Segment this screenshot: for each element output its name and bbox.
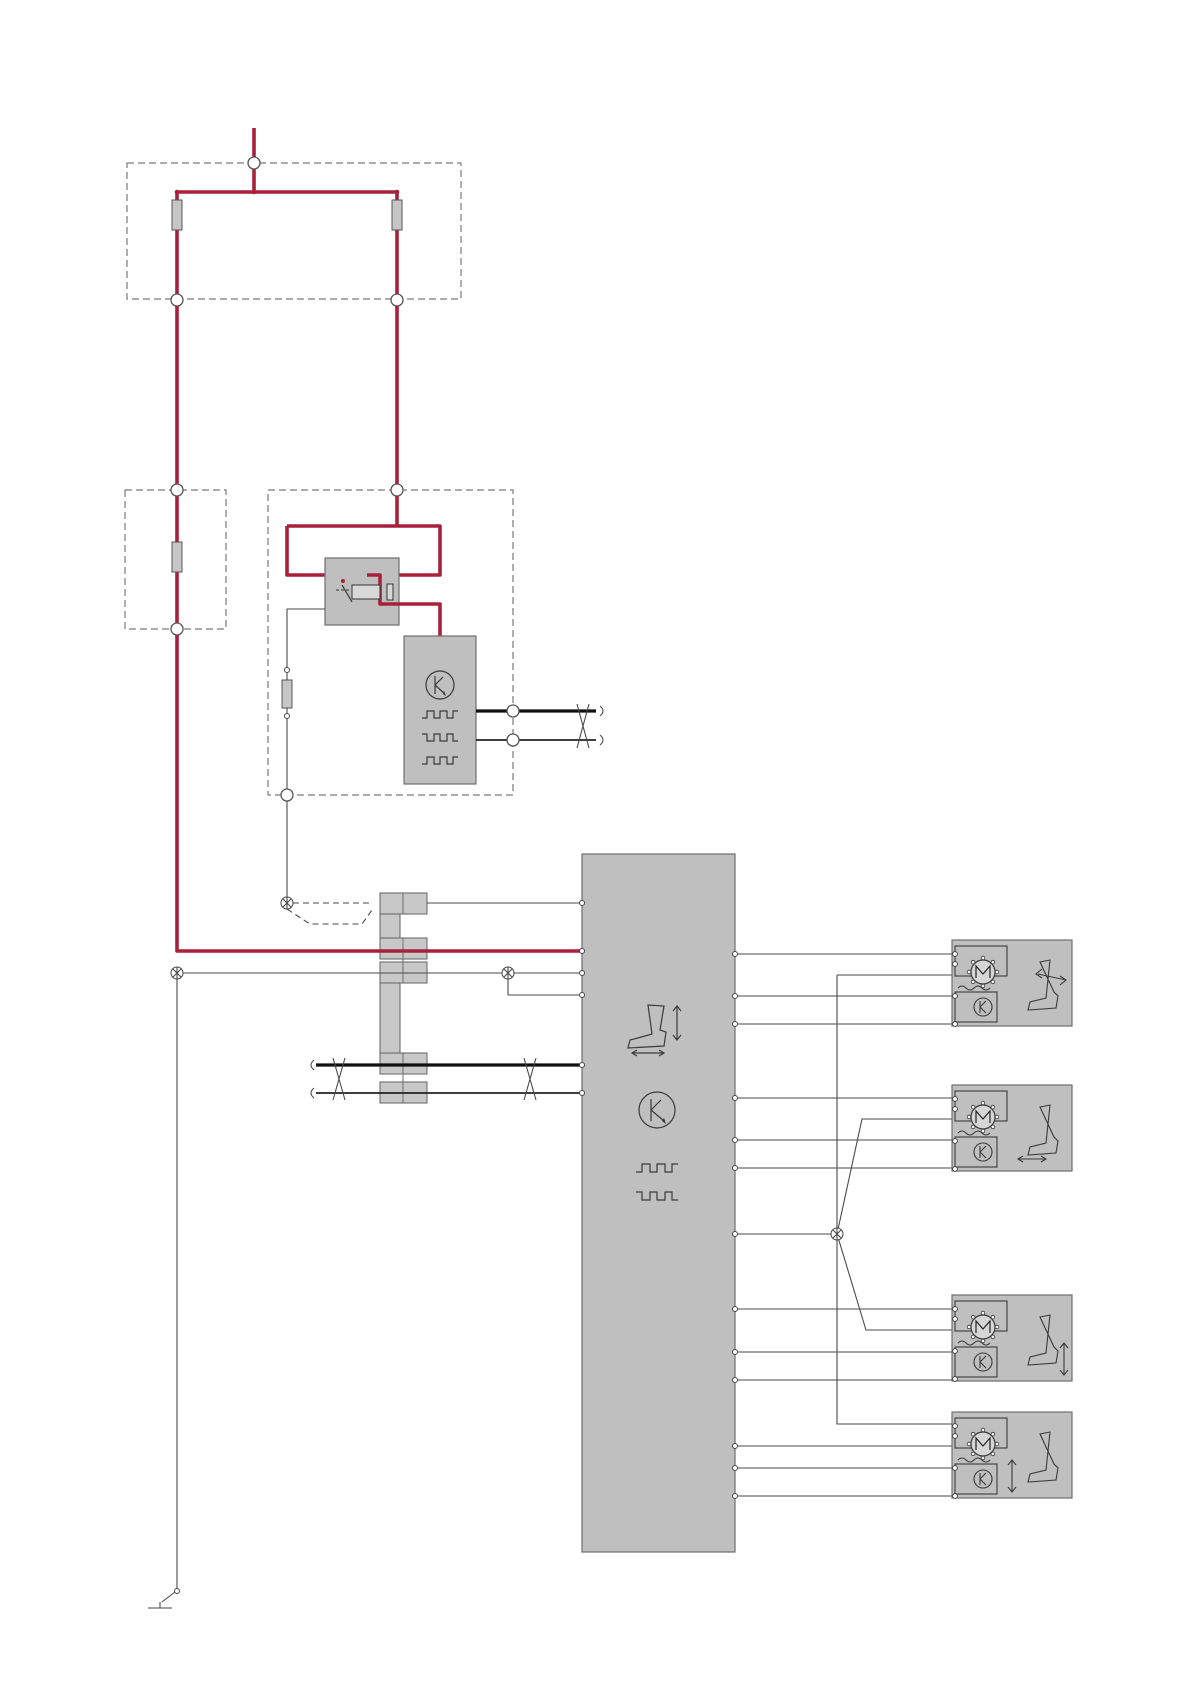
motor-pin: [953, 952, 958, 957]
terminal-node: [171, 294, 183, 306]
motor-unit-box: [952, 1085, 1072, 1171]
relay-icon: [325, 558, 440, 636]
motor-unit-box: [952, 1295, 1072, 1381]
motor-pin: [953, 994, 958, 999]
splice-icon: [171, 967, 183, 979]
seat-fore-aft-motor: [952, 1085, 1072, 1171]
splice-icon: [502, 967, 514, 979]
splice-icon: [281, 897, 293, 909]
inline-connector: [380, 893, 427, 1103]
motor-pin: [953, 1167, 958, 1172]
fuse-icon: [392, 200, 402, 230]
motor-pin: [953, 1139, 958, 1144]
ground-switch-icon: [148, 1589, 180, 1609]
terminal-node: [391, 484, 403, 496]
motor-pin: [953, 1434, 958, 1439]
fuse-icon: [172, 542, 182, 572]
motor-pin: [953, 1022, 958, 1027]
motor-pin: [953, 962, 958, 967]
motor-unit-box: [952, 940, 1072, 1026]
relay-control-box: [268, 484, 603, 801]
motor-pin: [953, 1097, 958, 1102]
terminal-node: [507, 734, 519, 746]
seat-control-module: [580, 854, 736, 1552]
seat-module-box: [582, 854, 735, 1552]
fuse-icon: [172, 200, 182, 230]
seat-front-height-motor: [952, 1412, 1072, 1498]
motor-pin: [953, 1494, 958, 1499]
terminal-node: [391, 294, 403, 306]
terminal-node: [281, 789, 293, 801]
motor-pin: [953, 1349, 958, 1354]
motor-pin: [953, 1107, 958, 1112]
main-fuse-box: [127, 128, 461, 306]
seat-fuse-box: [125, 484, 226, 635]
terminal-node: [171, 623, 183, 635]
terminal-node: [248, 157, 260, 169]
module-output-wires: [733, 952, 956, 1499]
relay-control-wire: [287, 609, 325, 670]
fuse-icon: [282, 680, 292, 708]
motor-pin: [953, 1466, 958, 1471]
motor-pin: [953, 1424, 958, 1429]
terminal-node: [507, 705, 519, 717]
motor-pin: [953, 1377, 958, 1382]
bus-controller: [404, 636, 476, 784]
terminal-node: [171, 484, 183, 496]
seat-height-motor: [952, 1295, 1072, 1381]
seat-tilt-motor: [952, 940, 1072, 1026]
motor-pin: [953, 1307, 958, 1312]
motor-pin: [953, 1317, 958, 1322]
sensor-reference-splice: [831, 975, 955, 1424]
